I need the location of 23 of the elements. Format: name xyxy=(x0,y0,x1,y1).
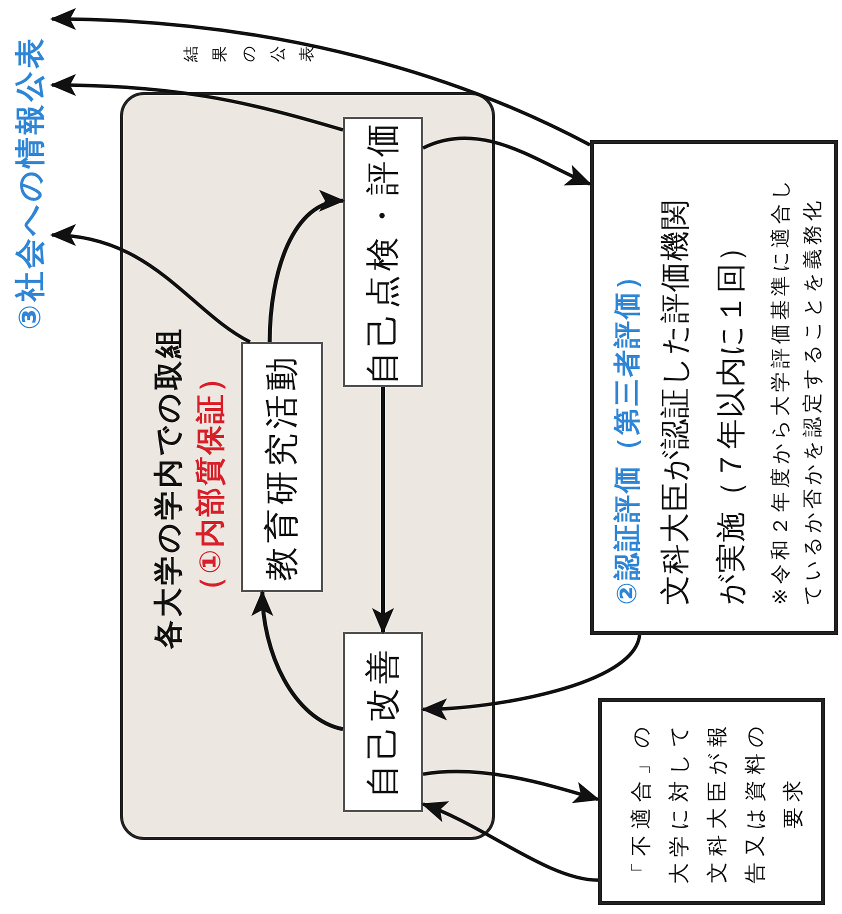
process-box: 教育研究活動 xyxy=(241,342,323,592)
process-box: 自己改善 xyxy=(343,632,423,812)
group-box xyxy=(120,92,495,840)
arrow xyxy=(372,387,394,634)
arrow xyxy=(252,590,344,732)
arrow xyxy=(50,74,344,132)
info-text: 文科大臣が認証した評価機関が実施（７年以内に１回） xyxy=(657,198,750,605)
arrow xyxy=(50,226,251,344)
arrow xyxy=(268,192,345,342)
group-subheading: （①内部質保証） xyxy=(192,361,228,605)
info-heading: ②認証評価（第三者評価） xyxy=(611,260,644,605)
arrow xyxy=(421,802,598,882)
info-box xyxy=(590,140,838,635)
arrow xyxy=(422,770,600,804)
arrow xyxy=(421,634,642,720)
section-title: ③社会への情報公表 xyxy=(8,8,52,330)
process-box: 自己点検・評価 xyxy=(343,117,423,387)
group-heading: 各大学の学内での取組 xyxy=(150,326,186,649)
annotation-text: 結果の公表 xyxy=(180,45,317,63)
arrow xyxy=(50,8,591,147)
info-note: ※令和２年度から大学評価基準に適合しているか否かを認定することを義務化 xyxy=(767,175,825,605)
note-box: 「不適合」の大学に対して文科大臣が報告又は資料の要求 xyxy=(598,698,825,905)
arrow xyxy=(422,136,592,186)
